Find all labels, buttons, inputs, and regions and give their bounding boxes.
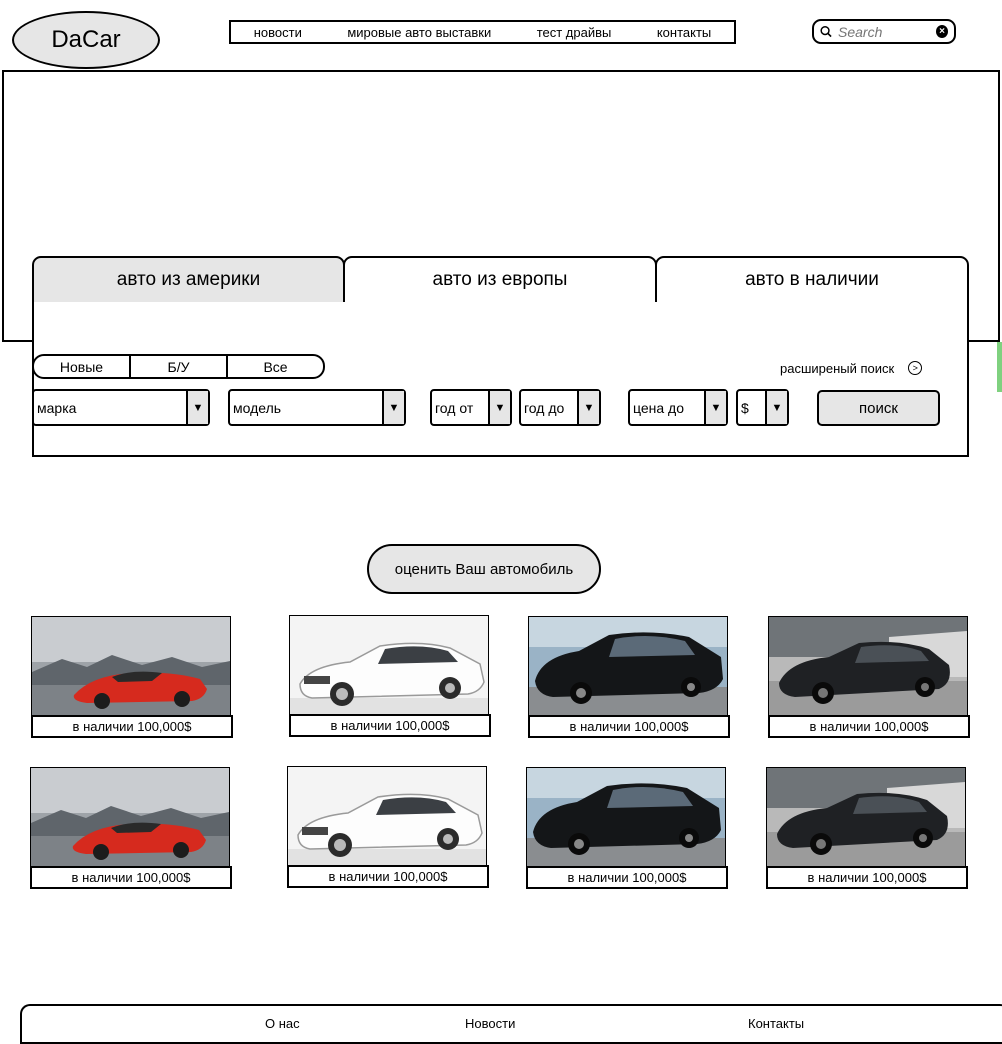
- tab-usa[interactable]: авто из америки: [32, 256, 345, 304]
- car-photo: [528, 616, 728, 718]
- footer: [20, 1004, 1002, 1044]
- car-photo: [31, 616, 231, 718]
- search-button[interactable]: поиск: [817, 390, 940, 426]
- car-card[interactable]: в наличии 100,000$: [526, 767, 728, 889]
- car-caption: в наличии 100,000$: [30, 866, 232, 889]
- advanced-search-link[interactable]: расширеный поиск >: [780, 358, 923, 378]
- year-from-value: год от: [435, 399, 474, 416]
- car-caption: в наличии 100,000$: [31, 715, 233, 738]
- model-select[interactable]: модель ▼: [228, 389, 406, 426]
- car-card[interactable]: в наличии 100,000$: [31, 616, 233, 738]
- year-to-value: год до: [524, 399, 565, 416]
- car-card[interactable]: в наличии 100,000$: [528, 616, 730, 738]
- make-select[interactable]: марка ▼: [32, 389, 210, 426]
- search-box: ×: [812, 19, 956, 44]
- currency-value: $: [741, 399, 749, 416]
- make-select-value: марка: [37, 399, 77, 416]
- search-input[interactable]: [836, 22, 936, 41]
- car-photo: [289, 615, 489, 717]
- car-card[interactable]: в наличии 100,000$: [30, 767, 232, 889]
- car-photo: [526, 767, 726, 869]
- tab-in-stock[interactable]: авто в наличии: [655, 256, 969, 304]
- car-photo: [30, 767, 230, 869]
- footer-about[interactable]: О нас: [265, 1016, 300, 1031]
- condition-used[interactable]: Б/У: [129, 356, 226, 377]
- car-caption: в наличии 100,000$: [287, 865, 489, 888]
- currency-select[interactable]: $ ▼: [736, 389, 789, 426]
- dropdown-arrow-icon: ▼: [577, 391, 599, 424]
- condition-new[interactable]: Новые: [59, 358, 104, 375]
- price-to-value: цена до: [633, 399, 685, 416]
- car-caption: в наличии 100,000$: [766, 866, 968, 889]
- car-photo: [768, 616, 968, 718]
- search-panel: [32, 302, 969, 457]
- nav-auto-shows[interactable]: мировые авто выставки: [347, 24, 492, 40]
- logo[interactable]: DaCar: [12, 11, 160, 69]
- car-photo: [766, 767, 966, 869]
- nav-contacts[interactable]: контакты: [656, 24, 712, 40]
- dropdown-arrow-icon: ▼: [765, 391, 787, 424]
- footer-news[interactable]: Новости: [465, 1016, 516, 1031]
- nav-news[interactable]: новости: [253, 24, 302, 40]
- nav-test-drives[interactable]: тест драйвы: [536, 24, 612, 40]
- car-card[interactable]: в наличии 100,000$: [768, 616, 970, 738]
- car-caption: в наличии 100,000$: [528, 715, 730, 738]
- car-card[interactable]: в наличии 100,000$: [287, 766, 489, 888]
- car-caption: в наличии 100,000$: [768, 715, 970, 738]
- footer-contacts[interactable]: Контакты: [748, 1016, 805, 1031]
- year-to-select[interactable]: год до ▼: [519, 389, 601, 426]
- car-card[interactable]: в наличии 100,000$: [766, 767, 968, 889]
- condition-all[interactable]: Все: [226, 356, 323, 377]
- search-icon: [820, 25, 832, 38]
- price-to-select[interactable]: цена до ▼: [628, 389, 728, 426]
- model-select-value: модель: [233, 399, 282, 416]
- year-from-select[interactable]: год от ▼: [430, 389, 512, 426]
- car-photo: [287, 766, 487, 868]
- tab-europe[interactable]: авто из европы: [343, 256, 657, 304]
- scroll-indicator: [997, 342, 1002, 392]
- dropdown-arrow-icon: ▼: [186, 391, 208, 424]
- car-caption: в наличии 100,000$: [526, 866, 728, 889]
- top-nav: новости мировые авто выставки тест драйв…: [229, 20, 736, 44]
- car-card[interactable]: в наличии 100,000$: [289, 615, 491, 737]
- car-caption: в наличии 100,000$: [289, 714, 491, 737]
- advanced-search-label: расширеный поиск: [780, 360, 895, 376]
- clear-icon[interactable]: ×: [936, 25, 948, 38]
- condition-segment: Новые Б/У Все: [32, 354, 325, 379]
- evaluate-car-button[interactable]: оценить Ваш автомобиль: [367, 544, 601, 594]
- dropdown-arrow-icon: ▼: [488, 391, 510, 424]
- dropdown-arrow-icon: ▼: [382, 391, 404, 424]
- chevron-right-icon: >: [908, 361, 923, 375]
- dropdown-arrow-icon: ▼: [704, 391, 726, 424]
